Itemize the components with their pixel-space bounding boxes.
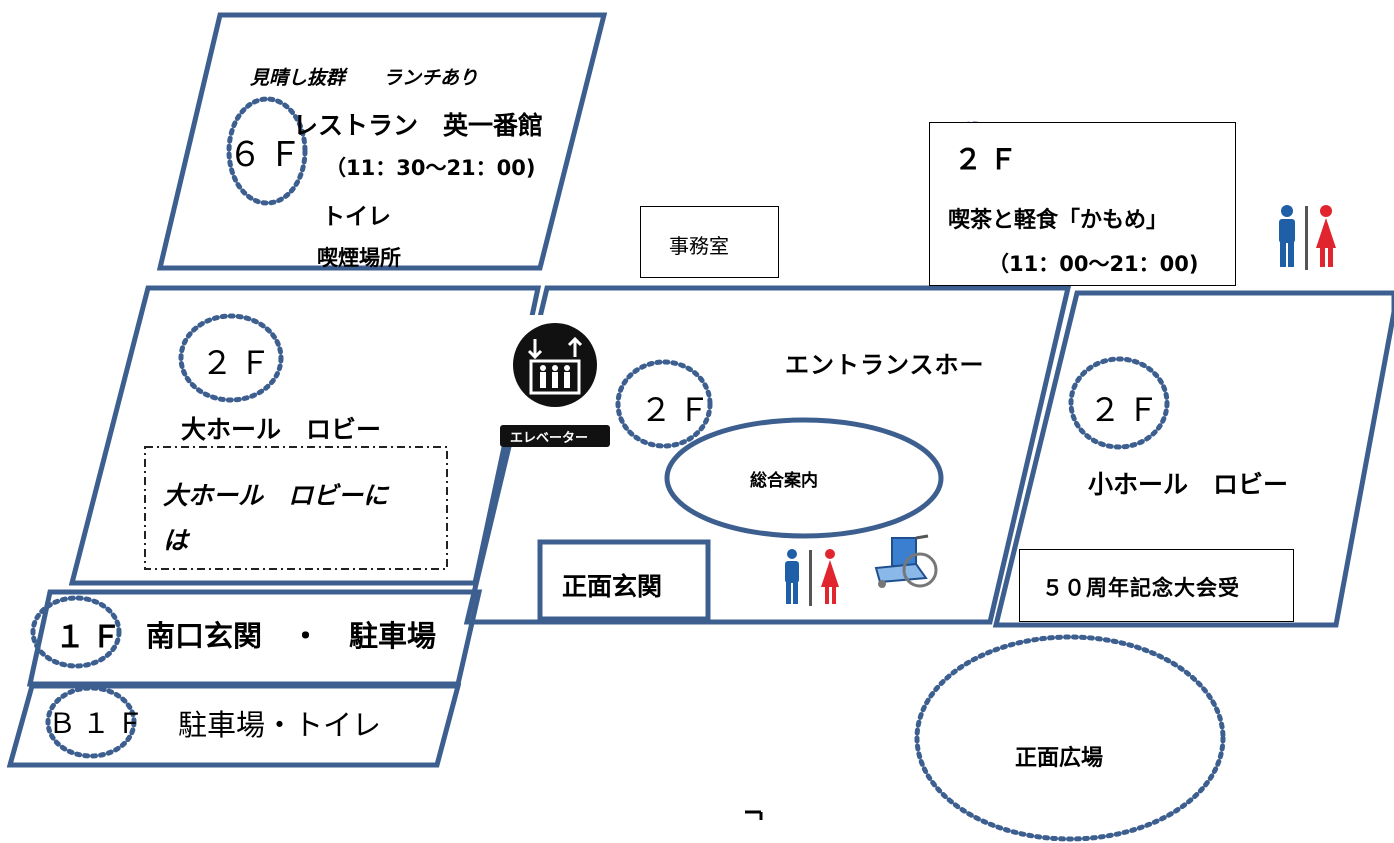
front-entrance-label: 正面玄関	[562, 572, 663, 601]
restaurant-smoking: 喫煙場所	[317, 246, 401, 270]
elevator-label: エレベーター	[510, 431, 589, 446]
office-label: 事務室	[669, 234, 729, 258]
small-hall-area	[992, 290, 1394, 628]
reception-box: ５０周年記念大会受	[1019, 549, 1294, 622]
cafe-hours: （11：00〜21：00)	[988, 252, 1199, 276]
plaza-outline	[914, 634, 1226, 842]
south-entrance-label: 南口玄関 ・ 駐車場	[146, 619, 437, 653]
large-hall-note-line1: 大ホール ロビーに	[163, 481, 389, 510]
large-hall-note-line2: は	[163, 526, 189, 555]
restaurant-area	[156, 12, 608, 271]
elevator-icon	[500, 323, 610, 447]
office-box: 事務室	[640, 206, 779, 278]
floor-label-6f: ６Ｆ	[228, 135, 308, 175]
floor-label-2f-large-hall: ２Ｆ	[201, 344, 278, 382]
info-desk-outline	[664, 417, 944, 539]
plaza-label: 正面広場	[1015, 746, 1104, 771]
wheelchair-icon	[862, 532, 942, 592]
restaurant-hours: （11：30〜21：00)	[325, 156, 536, 180]
entrance-hall-title: エントランスホー	[785, 351, 985, 379]
info-desk-label: 総合案内	[750, 471, 818, 491]
large-hall-title: 大ホール ロビー	[181, 415, 382, 444]
restroom-icon-entrance	[770, 542, 853, 612]
floor-marker-b1f	[45, 685, 137, 759]
floor-marker-2f-large-hall	[178, 313, 284, 403]
floor-label-2f-entrance: ２Ｆ	[640, 391, 717, 429]
floor-marker-2f-entrance	[615, 359, 713, 449]
cafe-name: 喫茶と軽食「かもめ」	[948, 208, 1169, 233]
restaurant-name: レストラン 英一番館	[293, 111, 544, 140]
floor-marker-6f	[226, 96, 308, 206]
floor-label-2f-cafe: ２Ｆ	[954, 143, 1025, 176]
restaurant-tagline: 見晴し抜群 ランチあり	[250, 67, 479, 89]
basement-label: 駐車場・トイレ	[178, 708, 382, 742]
restroom-icon	[1265, 196, 1350, 278]
basement-area	[6, 683, 462, 768]
floor-label-1f: １Ｆ	[55, 620, 127, 655]
restaurant-toilet: トイレ	[322, 204, 391, 230]
large-hall-note-box	[144, 446, 448, 570]
floor-marker-2f-small-hall	[1068, 356, 1170, 450]
cafe-box: ２Ｆ 喫茶と軽食「かもめ」 （11：00〜21：00)	[929, 122, 1236, 286]
reception-label: ５０周年記念大会受	[1042, 576, 1240, 600]
front-entrance-box	[537, 539, 711, 622]
floor-label-2f-small-hall: ２Ｆ	[1089, 391, 1166, 429]
small-hall-title: 小ホール ロビー	[1088, 470, 1289, 499]
elevator-sign: エレベーター	[498, 315, 612, 447]
floor-label-b1f: Ｂ１Ｆ	[48, 707, 151, 740]
entrance-hall-area	[463, 285, 1072, 625]
floor-marker-1f	[30, 595, 122, 669]
